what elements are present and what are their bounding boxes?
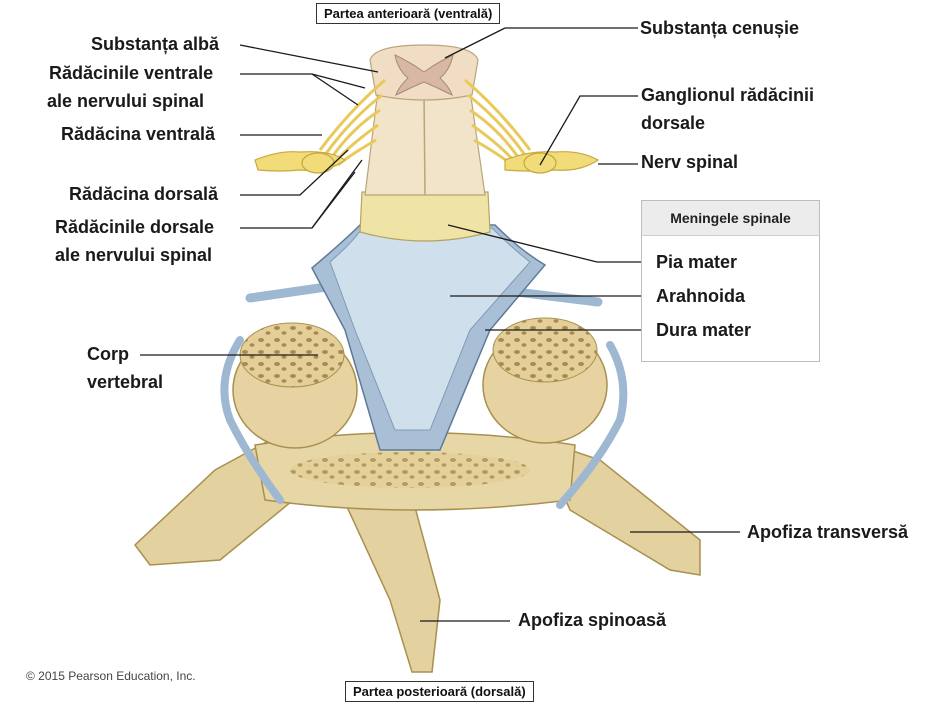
label-arahnoida: Arahnoida [656, 286, 746, 306]
left-dorsal-root-ganglion [301, 152, 335, 174]
arch-spongy-bone [290, 452, 530, 488]
arachnoid-layer [329, 227, 531, 431]
label-ganglion-2: dorsale [641, 113, 706, 133]
label-apofiza-spinoasa: Apofiza spinoasă [518, 610, 667, 630]
anterior-label: Partea anterioară (ventrală) [316, 3, 501, 24]
leader-lines [140, 27, 740, 622]
label-radacina-ventrala: Rădăcina ventrală [61, 124, 216, 144]
label-radacinile-ventrale-2: ale nervului spinal [47, 91, 205, 111]
label-corp-2: vertebral [87, 372, 164, 392]
label-corp-1: Corp [87, 344, 129, 364]
meninges-header: Meningele spinale [642, 201, 819, 236]
label-substanta-cenusie: Substanța cenușie [640, 18, 800, 38]
right-dorsal-root-ganglion [523, 152, 557, 174]
label-apofiza-transversa: Apofiza transversă [747, 522, 909, 542]
label-ganglion-1: Ganglionul rădăcinii [641, 85, 815, 105]
label-radacina-dorsala: Rădăcina dorsală [69, 184, 219, 204]
label-pia-mater: Pia mater [656, 252, 738, 272]
gray-matter-butterfly [394, 54, 454, 96]
posterior-label: Partea posterioară (dorsală) [345, 681, 534, 702]
label-radacinile-dorsale-1: Rădăcinile dorsale [55, 217, 215, 237]
label-nerv-spinal: Nerv spinal [641, 152, 739, 172]
label-dura-mater: Dura mater [656, 320, 752, 340]
label-radacinile-ventrale-1: Rădăcinile ventrale [49, 63, 214, 83]
meninges-box: Meningele spinale [641, 200, 820, 362]
right-vessel [556, 341, 628, 509]
label-radacinile-dorsale-2: ale nervului spinal [55, 245, 213, 265]
cord-midline [423, 91, 426, 196]
right-vertebral-body-top [492, 317, 598, 383]
copyright-notice: © 2015 Pearson Education, Inc. [26, 669, 196, 683]
pia-mater-band [359, 191, 491, 242]
left-vessel [220, 336, 284, 504]
label-substanta-alba: Substanța albă [91, 34, 220, 54]
